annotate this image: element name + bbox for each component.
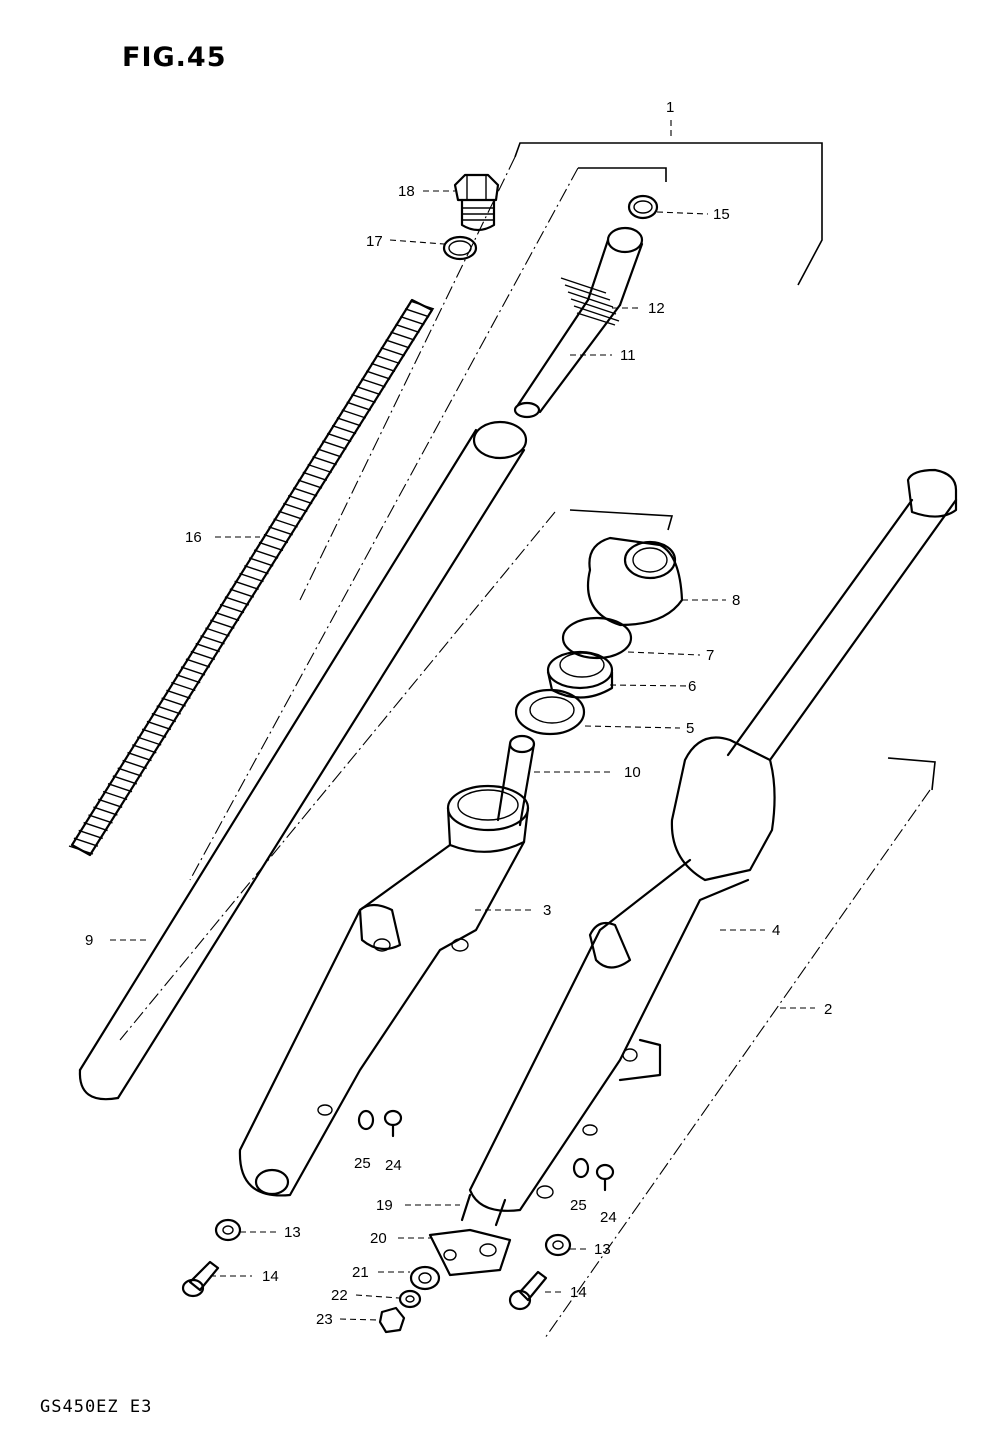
assembly-bracket-2	[887, 757, 936, 791]
figure-title: FIG.45	[122, 42, 227, 73]
damper-rod-drawing	[513, 226, 644, 419]
callout-14-right: 14	[570, 1284, 587, 1301]
axis-line-damper	[119, 511, 556, 1041]
callout-13-right: 13	[594, 1241, 611, 1258]
callout-16: 16	[185, 529, 202, 546]
oil-seal-drawing	[514, 688, 586, 736]
fork-cover-drawing	[586, 536, 684, 627]
callout-19: 19	[376, 1197, 393, 1214]
o-ring-drawing	[442, 235, 478, 261]
callout-20: 20	[370, 1230, 387, 1247]
callout-4: 4	[772, 922, 780, 939]
callout-5: 5	[686, 720, 694, 737]
damper-bracket	[569, 509, 674, 531]
screw-24-right-drawing	[595, 1163, 615, 1192]
callout-12: 12	[648, 300, 665, 317]
screw-24-left-drawing	[383, 1109, 403, 1138]
axis-line-right-leg	[544, 789, 931, 1339]
leader-lines	[110, 120, 815, 1321]
bolt-14-right-drawing	[508, 1270, 548, 1311]
washer-21-drawing	[409, 1265, 441, 1291]
gasket-25-left-drawing	[357, 1109, 375, 1131]
bolt-14-left-drawing	[181, 1260, 220, 1298]
callout-3: 3	[543, 902, 551, 919]
callout-2: 2	[824, 1001, 832, 1018]
callout-1: 1	[666, 99, 674, 116]
callout-10: 10	[624, 764, 641, 781]
stopper-ring-drawing	[561, 616, 633, 660]
callout-23: 23	[316, 1311, 333, 1328]
axis-line-spring	[189, 167, 579, 881]
callout-25-left: 25	[354, 1155, 371, 1172]
washer-13-right-drawing	[544, 1233, 572, 1257]
inner-tube-drawing	[78, 420, 528, 1101]
callout-14-left: 14	[262, 1268, 279, 1285]
callout-21: 21	[352, 1264, 369, 1281]
callout-25-right: 25	[570, 1197, 587, 1214]
callout-6: 6	[688, 678, 696, 695]
washer-13-left-drawing	[214, 1218, 242, 1242]
callout-24-left: 24	[385, 1157, 402, 1174]
callout-8: 8	[732, 592, 740, 609]
callout-24-right: 24	[600, 1209, 617, 1226]
ring-drawing	[627, 194, 659, 220]
callout-17: 17	[366, 233, 383, 250]
callout-7: 7	[706, 647, 714, 664]
cap-bolt-drawing	[453, 173, 500, 232]
right-outer-tube-drawing	[468, 468, 958, 1212]
fork-spring-drawing	[68, 298, 435, 857]
callout-13-left: 13	[284, 1224, 301, 1241]
inner-tube-bracket	[578, 167, 667, 182]
model-code: GS450EZ E3	[40, 1397, 153, 1417]
nut-23-drawing	[378, 1306, 406, 1334]
gasket-25-right-drawing	[572, 1157, 590, 1179]
callout-22: 22	[331, 1287, 348, 1304]
assembly-bracket-1	[514, 142, 823, 286]
callout-15: 15	[713, 206, 730, 223]
callout-11: 11	[620, 347, 636, 364]
axle-holder-drawing	[428, 1193, 512, 1277]
left-outer-tube-drawing	[238, 784, 530, 1197]
axis-line-bracket-1	[299, 156, 516, 601]
spring-washer-22-drawing	[398, 1289, 422, 1309]
callout-18: 18	[398, 183, 415, 200]
damper-cylinder-drawing	[496, 734, 536, 827]
callout-9: 9	[85, 932, 93, 949]
